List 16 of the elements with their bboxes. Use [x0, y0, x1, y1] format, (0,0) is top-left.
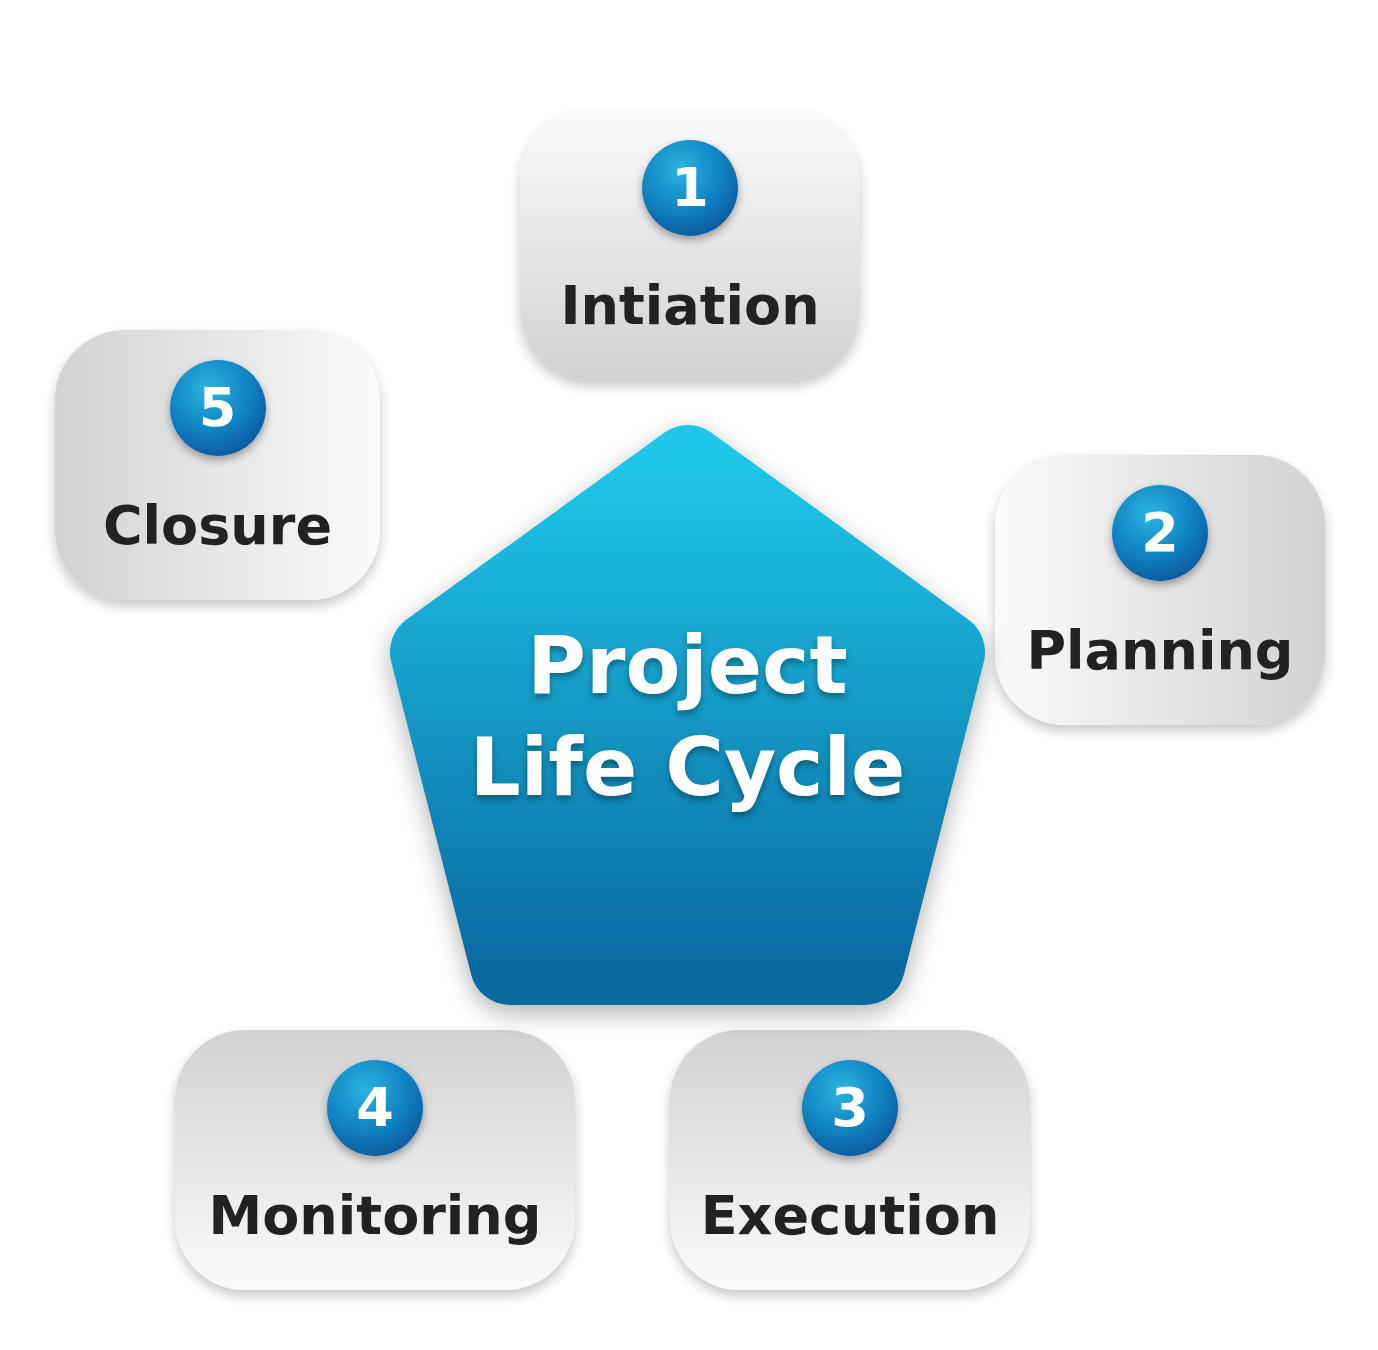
step-label: Planning: [1026, 618, 1294, 682]
petal-shape: [55, 330, 380, 600]
step-label: Execution: [700, 1183, 1000, 1247]
step-label: Monitoring: [208, 1183, 542, 1247]
step-number-circle: 4: [327, 1060, 423, 1156]
petal-shape: [995, 455, 1325, 725]
step-number-circle: 2: [1112, 485, 1208, 581]
step-number-circle: 5: [169, 360, 266, 456]
petal-shape: [670, 1030, 1030, 1290]
petal-shape: [520, 110, 860, 380]
step-label: Closure: [102, 493, 333, 557]
step-number-circle: 1: [642, 140, 738, 236]
center-title: Project Life Cycle: [468, 618, 907, 816]
petal-shape: [175, 1030, 575, 1290]
step-label: Intiation: [560, 273, 820, 337]
step-number-circle: 3: [802, 1060, 898, 1156]
